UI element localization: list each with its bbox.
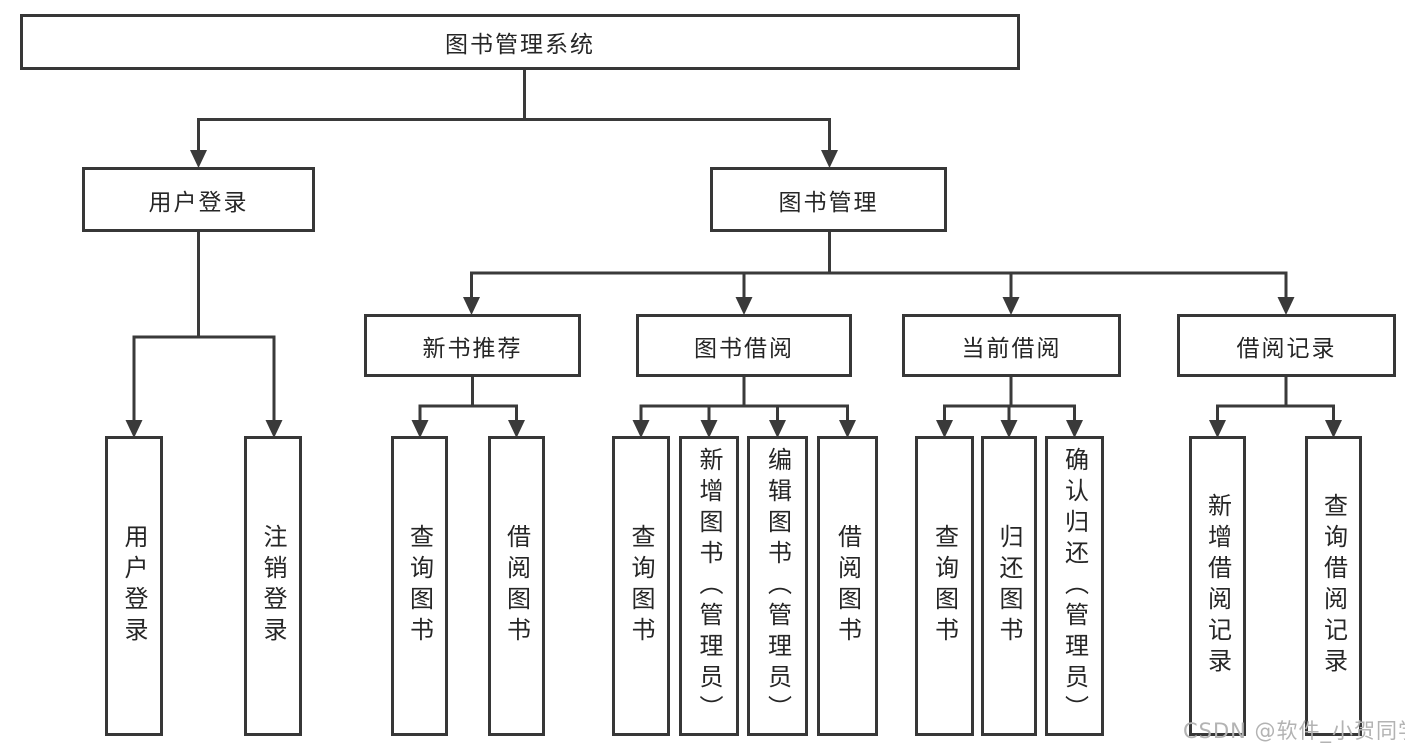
connector-user-login-branch [132, 232, 276, 422]
leaf-return-book-label: 归还图书 [995, 524, 1023, 648]
leaf-query-borrow-record: 查询借阅记录 [1305, 436, 1362, 736]
leaf-query-books-recommend-label: 查询图书 [405, 524, 434, 648]
connector-book-borrow-branch [639, 377, 849, 422]
connector-root-to-level2 [197, 68, 831, 152]
leaf-user-login-label: 用户登录 [120, 524, 148, 648]
leaf-user-login: 用户登录 [105, 436, 163, 736]
leaf-borrow-books-recommend-label: 借阅图书 [502, 524, 531, 648]
arrowheads-level4 [411, 420, 1342, 438]
leaf-add-borrow-record-label: 新增借阅记录 [1203, 493, 1232, 679]
node-root-label: 图书管理系统 [445, 32, 595, 58]
leaf-add-book-admin: 新增图书（管理员） [679, 436, 739, 736]
node-user-login: 用户登录 [82, 167, 315, 232]
node-root: 图书管理系统 [20, 14, 1020, 70]
leaf-edit-book-admin-label: 编辑图书（管理员） [763, 446, 792, 726]
connector-book-management-branch [470, 232, 1288, 299]
leaf-borrow-books-recommend: 借阅图书 [488, 436, 545, 736]
arrowheads-level2 [190, 150, 838, 168]
node-book-borrow: 图书借阅 [636, 314, 852, 377]
leaf-query-books-current-label: 查询图书 [930, 524, 959, 648]
leaf-confirm-return-admin: 确认归还（管理员） [1045, 436, 1104, 736]
leaf-add-borrow-record: 新增借阅记录 [1189, 436, 1246, 736]
node-book-borrow-label: 图书借阅 [694, 335, 794, 362]
node-borrow-records: 借阅记录 [1177, 314, 1396, 377]
connector-new-book-branch [418, 377, 518, 422]
leaf-borrow-books: 借阅图书 [817, 436, 878, 736]
connector-current-borrow-branch [943, 377, 1076, 422]
node-new-book-recommend-label: 新书推荐 [422, 335, 523, 362]
leaf-query-borrow-record-label: 查询借阅记录 [1319, 493, 1348, 679]
node-current-borrow: 当前借阅 [902, 314, 1121, 377]
leaf-add-book-admin-label: 新增图书（管理员） [695, 446, 723, 726]
node-current-borrow-label: 当前借阅 [961, 335, 1062, 362]
leaf-confirm-return-admin-label: 确认归还（管理员） [1060, 446, 1089, 726]
node-new-book-recommend: 新书推荐 [364, 314, 581, 377]
leaf-query-books-recommend: 查询图书 [391, 436, 448, 736]
leaf-return-book: 归还图书 [981, 436, 1037, 736]
connector-borrow-records-branch [1216, 377, 1335, 422]
leaf-edit-book-admin: 编辑图书（管理员） [747, 436, 808, 736]
arrowheads-user-login-leaves [125, 420, 283, 438]
leaf-query-books-borrow-label: 查询图书 [627, 524, 655, 648]
leaf-query-books-borrow: 查询图书 [612, 436, 670, 736]
node-borrow-records-label: 借阅记录 [1236, 335, 1337, 362]
leaf-query-books-current: 查询图书 [915, 436, 974, 736]
watermark: CSDN @软件_小贺同学 [1183, 719, 1405, 743]
leaf-logout: 注销登录 [244, 436, 302, 736]
leaf-logout-label: 注销登录 [259, 524, 287, 648]
node-user-login-label: 用户登录 [148, 189, 249, 216]
node-book-management: 图书管理 [710, 167, 947, 232]
arrowheads-level3 [463, 297, 1295, 315]
node-book-management-label: 图书管理 [778, 189, 879, 216]
leaf-borrow-books-label: 借阅图书 [833, 524, 862, 648]
